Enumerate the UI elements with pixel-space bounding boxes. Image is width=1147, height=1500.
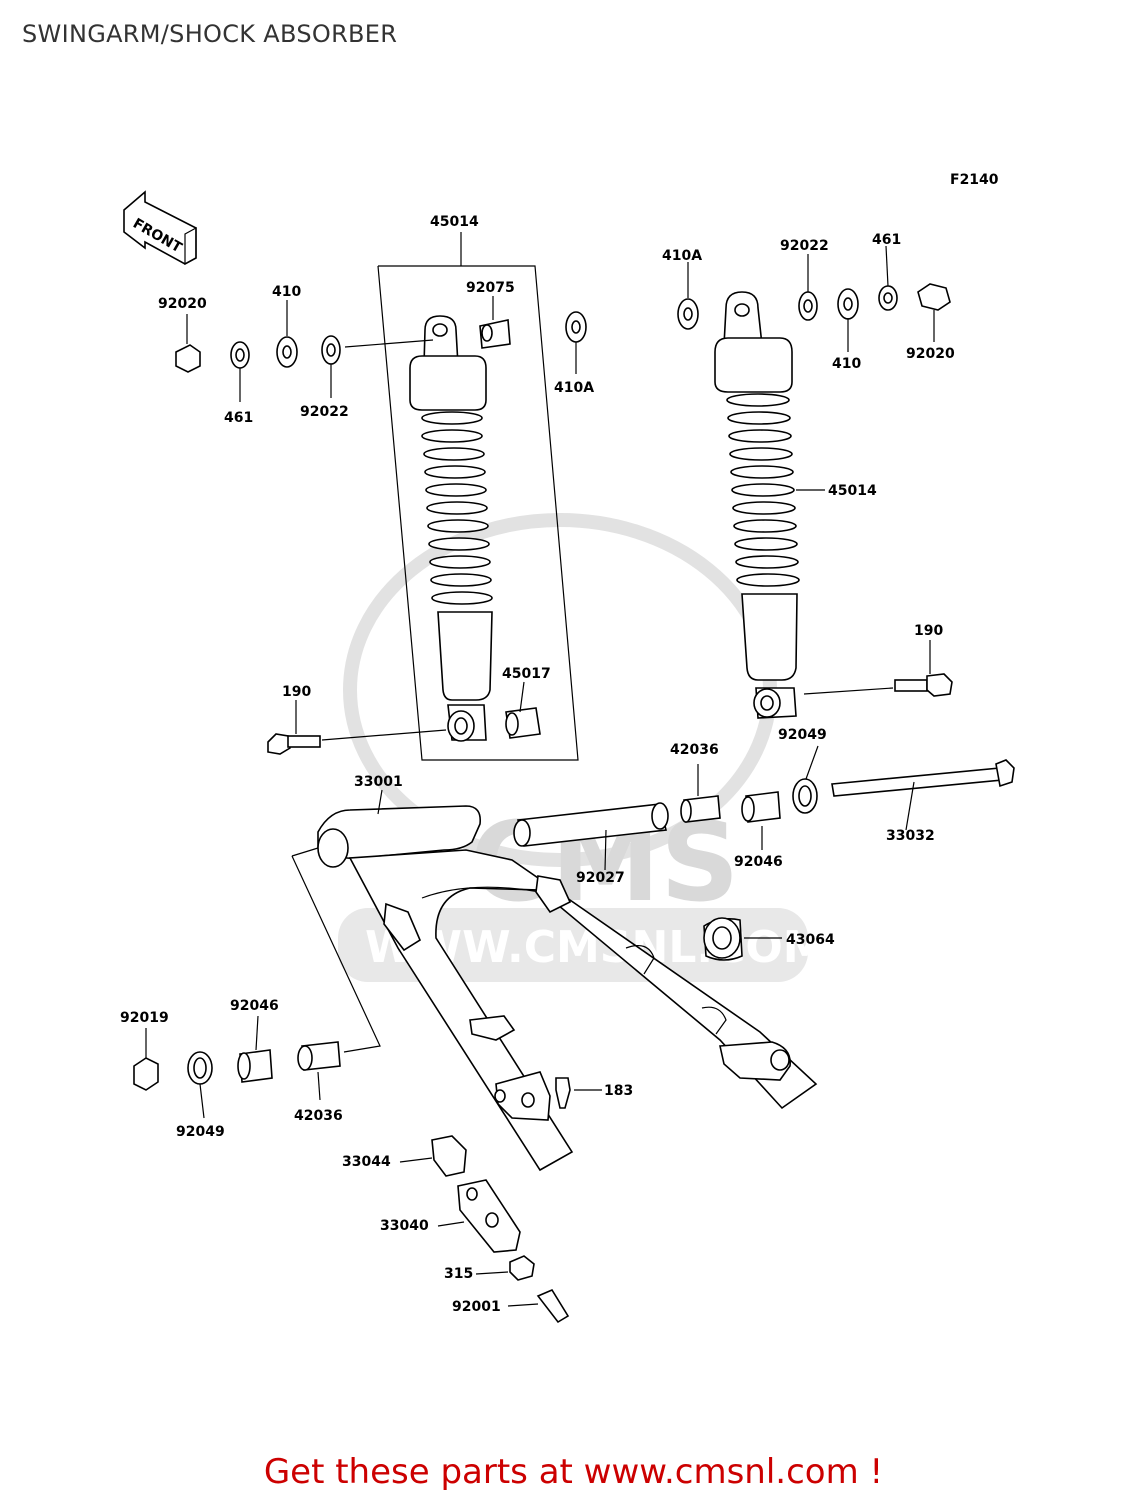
label-42036-left: 42036 [294, 1108, 343, 1124]
label-410A-right: 410A [662, 248, 702, 264]
label-183: 183 [604, 1083, 633, 1099]
figure-code: F2140 [950, 172, 999, 188]
right-pivot-hardware [513, 745, 1015, 871]
label-42036-right: 42036 [670, 742, 719, 758]
left-lower-hardware [267, 707, 541, 755]
label-92046-right: 92046 [734, 854, 783, 870]
right-shock-absorber [714, 291, 800, 719]
left-upper-hardware [175, 311, 587, 373]
label-33040: 33040 [380, 1218, 429, 1234]
left-shock-absorber [409, 315, 493, 742]
label-92049-left: 92049 [176, 1124, 225, 1140]
swingarm [317, 805, 818, 1172]
label-190-right: 190 [914, 623, 943, 639]
label-92027: 92027 [576, 870, 625, 886]
label-33032: 33032 [886, 828, 935, 844]
swingarm-hardware-below [431, 1077, 571, 1324]
front-arrow-icon: FRONT [123, 190, 197, 266]
right-upper-hardware [677, 283, 951, 330]
right-lower-hardware [803, 673, 953, 697]
label-410-right: 410 [832, 356, 861, 372]
label-33001: 33001 [354, 774, 403, 790]
left-shock-group-outline [377, 232, 579, 761]
rubber-damper [703, 917, 743, 961]
label-92019: 92019 [120, 1010, 169, 1026]
label-92022-right: 92022 [780, 238, 829, 254]
label-45014-left: 45014 [430, 214, 479, 230]
label-92020-right: 92020 [906, 346, 955, 362]
label-410A-left: 410A [554, 380, 594, 396]
label-461-left: 461 [224, 410, 253, 426]
label-43064: 43064 [786, 932, 835, 948]
page-title: SWINGARM/SHOCK ABSORBER [22, 20, 398, 48]
label-45017: 45017 [502, 666, 551, 682]
label-45014-right: 45014 [828, 483, 877, 499]
label-92022-left: 92022 [300, 404, 349, 420]
label-33044: 33044 [342, 1154, 391, 1170]
label-92046-left: 92046 [230, 998, 279, 1014]
label-92075: 92075 [466, 280, 515, 296]
label-92049-right: 92049 [778, 727, 827, 743]
label-92001: 92001 [452, 1299, 501, 1315]
label-190-left: 190 [282, 684, 311, 700]
label-315: 315 [444, 1266, 473, 1282]
footer-parts-link[interactable]: Get these parts at www.cmsnl.com ! [263, 1452, 884, 1492]
leader-lines [186, 245, 935, 1307]
part-labels: 45014 92075 410A 92020 410 461 92022 410… [120, 214, 955, 1315]
label-92020-left: 92020 [158, 296, 207, 312]
label-410-left: 410 [272, 284, 301, 300]
left-pivot-hardware [133, 847, 381, 1119]
label-461-right: 461 [872, 232, 901, 248]
